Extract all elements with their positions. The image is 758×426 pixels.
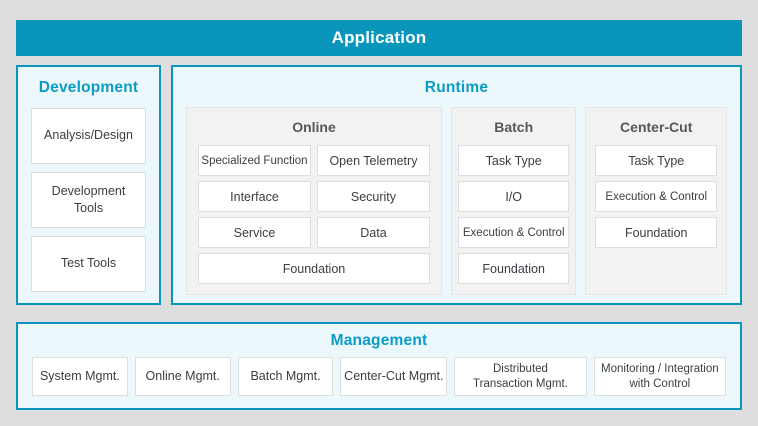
development-title: Development (38, 79, 139, 96)
box-batch-io: I/O (457, 181, 570, 212)
box-specialized-function: Specialized Function (198, 145, 311, 176)
runtime-columns: Online Specialized Function Open Telemet… (186, 107, 727, 295)
box-distributed-transaction-mgmt: Distributed Transaction Mgmt. (454, 357, 587, 396)
application-title: Application (331, 28, 427, 47)
management-panel: Management System Mgmt. Online Mgmt. Bat… (16, 322, 742, 410)
batch-boxes: Task Type I/O Execution & Control Founda… (457, 145, 570, 284)
box-online-foundation: Foundation (198, 253, 430, 284)
box-analysis-design: Analysis/Design (31, 108, 146, 164)
application-header: Application (16, 20, 742, 56)
management-boxes: System Mgmt. Online Mgmt. Batch Mgmt. Ce… (32, 357, 727, 396)
box-center-cut-mgmt: Center-Cut Mgmt. (340, 357, 448, 396)
center-cut-title: Center-Cut (620, 119, 693, 135)
box-system-mgmt: System Mgmt. (32, 357, 128, 396)
box-center-cut-foundation: Foundation (595, 217, 717, 248)
box-test-tools: Test Tools (31, 236, 146, 292)
box-open-telemetry: Open Telemetry (316, 145, 430, 176)
batch-column: Batch Task Type I/O Execution & Control … (450, 107, 577, 295)
box-data: Data (316, 217, 430, 248)
box-security: Security (316, 181, 430, 212)
box-online-mgmt: Online Mgmt. (134, 357, 231, 396)
online-title: Online (292, 119, 336, 135)
box-center-cut-task-type: Task Type (595, 145, 717, 176)
runtime-title: Runtime (424, 79, 489, 96)
runtime-panel: Runtime Online Specialized Function Open… (171, 65, 742, 305)
distributed-transaction-label: Distributed Transaction Mgmt. (473, 362, 568, 390)
development-boxes: Analysis/Design Development Tools Test T… (31, 108, 146, 292)
management-title: Management (330, 332, 428, 349)
box-monitoring-integration: Monitoring / Integration with Control (593, 357, 727, 396)
batch-title: Batch (494, 119, 534, 135)
middle-row: Development Analysis/Design Development … (16, 65, 742, 305)
box-batch-task-type: Task Type (457, 145, 570, 176)
box-batch-mgmt: Batch Mgmt. (237, 357, 334, 396)
online-column: Online Specialized Function Open Telemet… (186, 107, 442, 295)
box-interface: Interface (198, 181, 311, 212)
development-panel: Development Analysis/Design Development … (16, 65, 161, 305)
box-center-cut-execution-control: Execution & Control (595, 181, 717, 212)
box-batch-execution-control: Execution & Control (457, 217, 570, 248)
box-service: Service (198, 217, 311, 248)
box-development-tools: Development Tools (31, 172, 146, 228)
online-boxes: Specialized Function Open Telemetry Inte… (198, 145, 430, 284)
center-cut-boxes: Task Type Execution & Control Foundation (595, 145, 717, 248)
center-cut-column: Center-Cut Task Type Execution & Control… (585, 107, 727, 295)
box-batch-foundation: Foundation (457, 253, 570, 284)
